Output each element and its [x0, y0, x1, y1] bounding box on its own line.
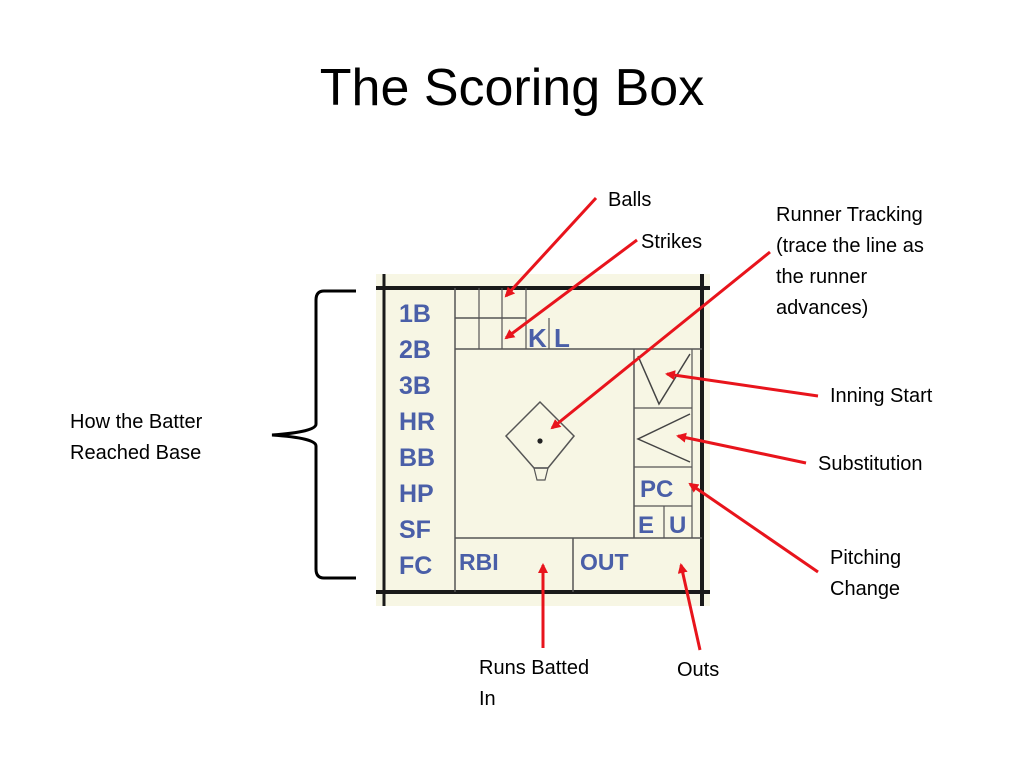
- home-plate-icon: [533, 467, 549, 481]
- label-balls: Balls: [608, 189, 652, 211]
- label-outs: Outs: [677, 659, 720, 681]
- brace-icon: [271, 289, 356, 580]
- label-substitution: Substitution: [818, 453, 923, 475]
- inning-start-arrow: [665, 370, 819, 398]
- base-1b: 1B: [399, 300, 431, 328]
- out-text: OUT: [580, 549, 629, 575]
- inning-start-mark: [637, 353, 691, 406]
- slide-title: The Scoring Box: [319, 59, 705, 117]
- strikeout-k: K: [528, 323, 547, 353]
- unearned-u: U: [669, 512, 686, 539]
- base-fc: FC: [399, 552, 432, 580]
- label-pitching-change: Pitching Change: [830, 547, 902, 600]
- label-strikes: Strikes: [641, 231, 703, 253]
- label-runs-batted-in: Runs Batted In: [479, 657, 590, 710]
- substitution-mark: [636, 413, 691, 463]
- pitching-change-arrow: [688, 482, 819, 574]
- base-sf: SF: [399, 516, 431, 544]
- label-how-reached-base: How the Batter Reached Base: [70, 411, 203, 464]
- base-hr: HR: [399, 408, 435, 436]
- error-e: E: [638, 512, 654, 539]
- runner-tracking-arrow: [550, 250, 771, 430]
- looking-l: L: [554, 323, 570, 353]
- scoring-box: 1B 2B 3B HR BB HP SF FC K L PC E U RBI O…: [376, 274, 710, 606]
- pitching-change-pc: PC: [640, 476, 673, 503]
- label-inning-start: Inning Start: [830, 385, 933, 407]
- balls-arrow: [504, 196, 598, 298]
- center-dot: [537, 438, 543, 444]
- base-3b: 3B: [399, 372, 431, 400]
- substitution-arrow: [676, 432, 807, 465]
- base-2b: 2B: [399, 336, 431, 364]
- label-runner-tracking: Runner Tracking (trace the line as the r…: [776, 204, 924, 319]
- box-background: [376, 274, 710, 606]
- strikes-arrow: [504, 238, 638, 340]
- outs-arrow: [677, 563, 702, 651]
- base-hp: HP: [399, 480, 434, 508]
- scoring-box-graphic: 1B 2B 3B HR BB HP SF FC K L PC E U RBI O…: [376, 274, 710, 606]
- base-bb: BB: [399, 444, 435, 472]
- rbi-text: RBI: [459, 549, 499, 575]
